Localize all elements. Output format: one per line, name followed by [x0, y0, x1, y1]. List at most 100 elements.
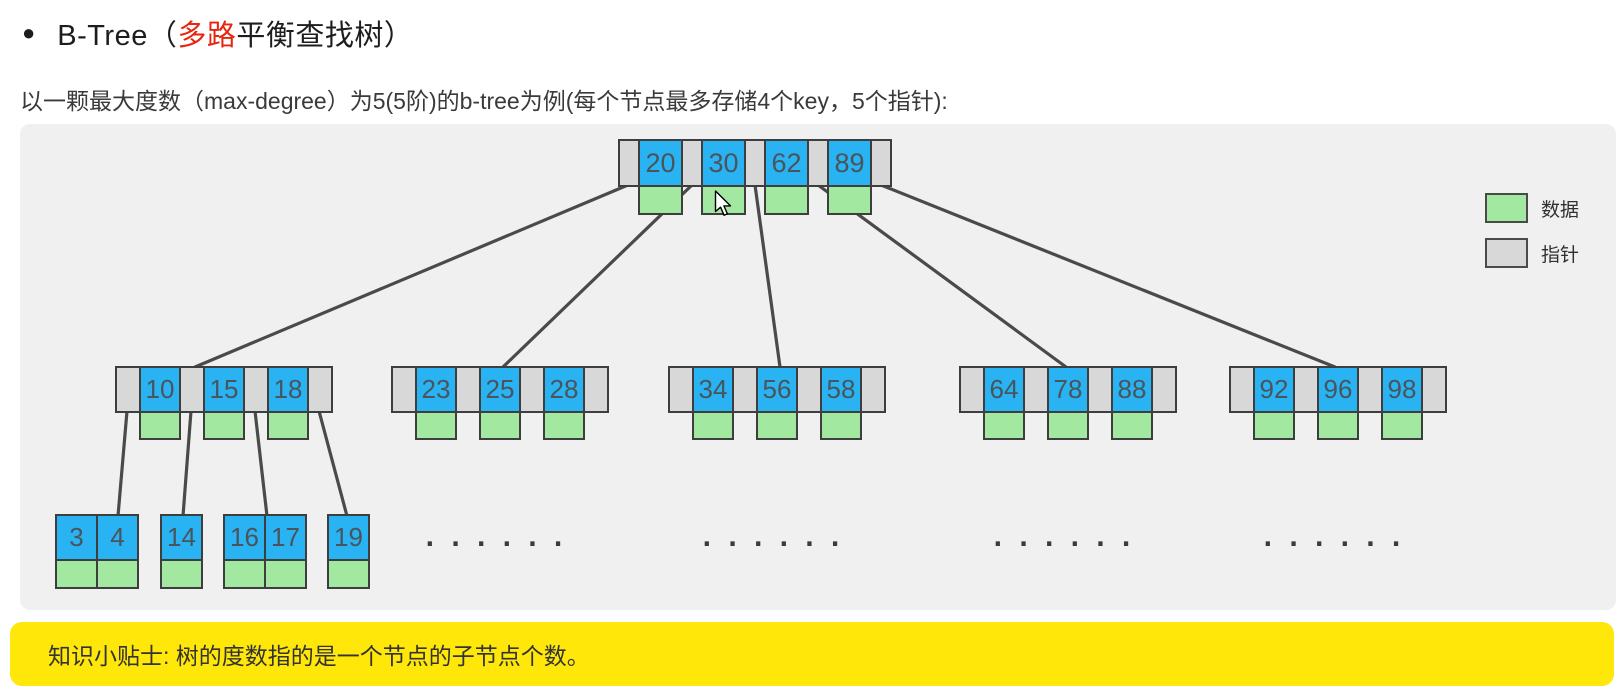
data-cell: [692, 411, 734, 440]
pointer-cell: [870, 139, 892, 187]
data-cell: [1317, 411, 1359, 440]
pointer-cell: [744, 139, 766, 187]
btree-node-10-15-18: 10 15 18: [115, 366, 333, 440]
ellipsis-dots: ......: [1260, 523, 1414, 553]
data-cell: [543, 411, 585, 440]
data-cell: [1253, 411, 1295, 440]
key-row: 34 56 58: [668, 366, 886, 413]
key-cell: 18: [267, 366, 309, 413]
key-cell: 28: [543, 366, 585, 413]
key-row: 23 25 28: [391, 366, 609, 413]
legend-item-data: 数据: [1485, 193, 1579, 223]
mouse-cursor-icon: [714, 190, 732, 216]
key-cell: 17: [264, 514, 307, 561]
pointer-cell: [732, 366, 758, 413]
key-cell: 30: [701, 139, 746, 187]
btree-leaf-16-17: 16 17: [223, 514, 307, 589]
data-row: [223, 559, 307, 589]
legend-label: 数据: [1541, 199, 1580, 221]
data-cell: [638, 185, 683, 215]
data-cell: [264, 559, 307, 589]
data-row: [327, 559, 370, 589]
pointer-cell: [307, 366, 333, 413]
btree-leaf-3-4: 3 4: [55, 514, 139, 589]
data-cell: [1111, 411, 1153, 440]
pointer-cell: [1293, 366, 1319, 413]
key-cell: 56: [756, 366, 798, 413]
btree-leaf-14: 14: [160, 514, 203, 589]
pointer-cell: [583, 366, 609, 413]
pointer-cell: [1151, 366, 1177, 413]
key-row: 92 96 98: [1229, 366, 1447, 413]
data-cell: [203, 411, 245, 440]
key-cell: 92: [1253, 366, 1295, 413]
btree-node-34-56-58: 34 56 58: [668, 366, 886, 440]
key-cell: 96: [1317, 366, 1359, 413]
pointer-cell: [668, 366, 694, 413]
ellipsis-dots: ......: [422, 523, 576, 553]
data-row: [160, 559, 203, 589]
key-cell: 15: [203, 366, 245, 413]
key-cell: 25: [479, 366, 521, 413]
title-highlight: 多路: [177, 20, 237, 52]
data-cell: [267, 411, 309, 440]
data-cell: [983, 411, 1025, 440]
ellipsis-dots: ......: [699, 523, 853, 553]
root-key-row: 20 30 62 89: [618, 139, 892, 187]
key-cell: 62: [764, 139, 809, 187]
data-row: [55, 559, 139, 589]
data-cell: [756, 411, 798, 440]
title-text: B-Tree（多路平衡查找树）: [57, 12, 413, 54]
key-cell: 64: [983, 366, 1025, 413]
key-cell: 3: [55, 514, 98, 561]
key-row: 3 4: [55, 514, 139, 561]
key-cell: 20: [638, 139, 683, 187]
btree-node-64-78-88: 64 78 88: [959, 366, 1177, 440]
btree-node-92-96-98: 92 96 98: [1229, 366, 1447, 440]
pointer-cell: [1421, 366, 1447, 413]
pointer-cell: [1087, 366, 1113, 413]
page-title: ● B-Tree（多路平衡查找树）: [22, 12, 413, 54]
pointer-cell: [1229, 366, 1255, 413]
pointer-cell: [796, 366, 822, 413]
pointer-cell: [243, 366, 269, 413]
key-cell: 10: [139, 366, 181, 413]
key-row: 14: [160, 514, 203, 561]
title-prefix: B-Tree（: [57, 20, 178, 52]
key-row: 10 15 18: [115, 366, 333, 413]
pointer-cell: [1023, 366, 1049, 413]
pointer-cell: [115, 366, 141, 413]
ellipsis-dots: ......: [990, 523, 1144, 553]
pointer-cell: [860, 366, 886, 413]
data-row: [668, 411, 886, 440]
bullet-icon: ●: [22, 20, 36, 45]
data-row: [391, 411, 609, 440]
data-cell: [827, 185, 872, 215]
pointer-cell: [681, 139, 703, 187]
data-cell: [764, 185, 809, 215]
data-cell: [223, 559, 266, 589]
key-cell: 23: [415, 366, 457, 413]
legend-label: 指针: [1541, 244, 1580, 266]
data-cell: [1381, 411, 1423, 440]
key-cell: 58: [820, 366, 862, 413]
data-row: [115, 411, 333, 440]
data-cell: [820, 411, 862, 440]
title-suffix: 平衡查找树）: [236, 20, 414, 52]
tip-banner: 知识小贴士: 树的度数指的是一个节点的子节点个数。: [10, 622, 1614, 686]
pointer-cell: [391, 366, 417, 413]
data-row: [959, 411, 1177, 440]
key-row: 64 78 88: [959, 366, 1177, 413]
key-cell: 16: [223, 514, 266, 561]
data-cell: [160, 559, 203, 589]
data-cell: [139, 411, 181, 440]
pointer-cell: [1357, 366, 1383, 413]
legend: 数据 指针: [1485, 193, 1579, 283]
data-cell: [1047, 411, 1089, 440]
pointer-cell: [618, 139, 640, 187]
btree-leaf-19: 19: [327, 514, 370, 589]
subtitle: 以一颗最大度数（max-degree）为5(5阶)的b-tree为例(每个节点最…: [20, 88, 948, 114]
data-cell: [479, 411, 521, 440]
key-cell: 98: [1381, 366, 1423, 413]
